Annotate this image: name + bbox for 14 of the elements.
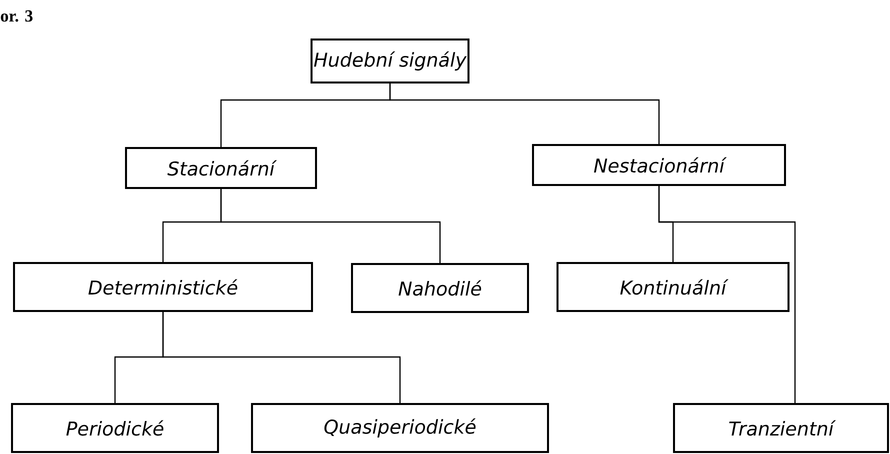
figure-label: or. 3 <box>0 10 33 22</box>
connector-line <box>162 312 401 403</box>
category-box: Stacionární <box>125 146 317 189</box>
category-box: Periodické <box>11 402 219 453</box>
category-box: Hudební signály <box>310 38 470 84</box>
connector-line <box>389 84 660 144</box>
category-box: Nestacionární <box>532 144 786 186</box>
category-box: Tranzientní <box>673 402 889 453</box>
connector-line <box>220 188 441 263</box>
connector-line <box>658 186 796 403</box>
category-box: Kontinuální <box>556 262 790 312</box>
category-box: Deterministické <box>13 262 313 312</box>
category-box: Nahodilé <box>351 262 529 313</box>
category-box: Quasiperiodické <box>251 402 549 453</box>
